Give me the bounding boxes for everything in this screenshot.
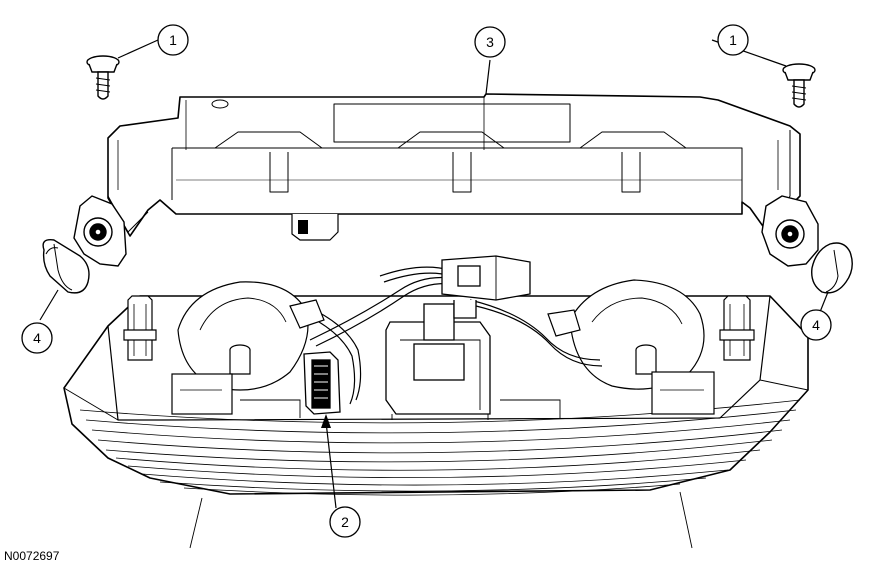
right-clip-posts <box>719 295 755 361</box>
left-lamp-reflector <box>171 281 309 415</box>
left-hinge <box>73 195 127 267</box>
reference-number: N0072697 <box>4 549 60 563</box>
tray-internal-walls <box>240 399 561 420</box>
callout-4-right: 4 <box>800 309 832 341</box>
callout-2: 2 <box>329 506 361 538</box>
callout-4-left: 4 <box>21 322 53 354</box>
callout-3: 3 <box>474 26 506 58</box>
callout-4-right-label: 4 <box>812 317 820 333</box>
callout-1-right-label: 1 <box>729 32 737 48</box>
callout-3-label: 3 <box>486 34 494 50</box>
callout-1-left-label: 1 <box>169 32 177 48</box>
callout-4-left-label: 4 <box>33 330 41 346</box>
callout-2-arrowhead <box>321 414 331 428</box>
screw-right <box>782 63 816 108</box>
electrical-connector <box>303 351 341 415</box>
callout-1-left: 1 <box>157 24 189 56</box>
left-wire-connector <box>289 299 325 329</box>
upper-housing-bracket <box>107 93 801 241</box>
center-switch-housing <box>385 303 491 415</box>
right-hinge <box>761 195 819 267</box>
end-cap-left <box>42 239 90 294</box>
left-clip-posts <box>123 295 157 361</box>
callout-1-right: 1 <box>717 24 749 56</box>
screw-left <box>86 55 120 100</box>
right-lamp-reflector <box>569 279 715 415</box>
upper-connector <box>441 255 531 319</box>
right-wire-connector <box>547 309 581 337</box>
callout-2-label: 2 <box>341 514 349 530</box>
end-cap-right <box>811 242 853 294</box>
extension-lines <box>189 491 693 549</box>
